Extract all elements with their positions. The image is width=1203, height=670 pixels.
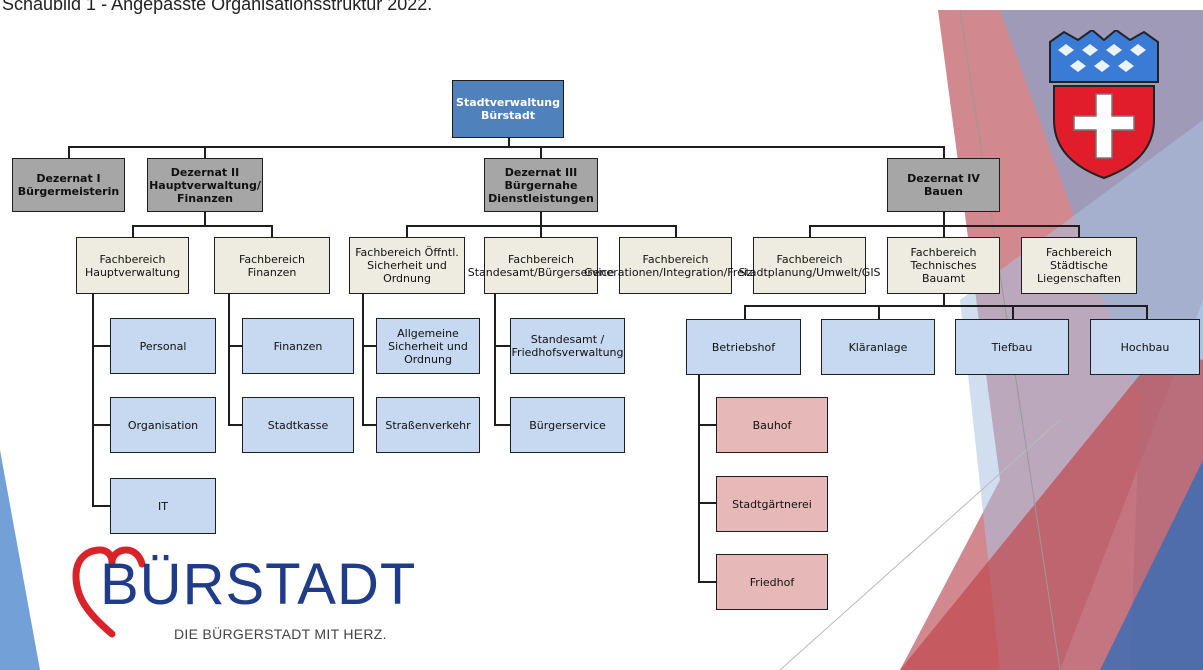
- node-standesamt-friedhof: Standesamt / Friedhofsverwaltung: [510, 318, 625, 374]
- connector: [943, 146, 945, 158]
- connector: [362, 294, 364, 425]
- connector: [1012, 305, 1014, 319]
- node-fachbereich-liegenschaften: Fachbereich Städtische Liegenschaften: [1021, 237, 1137, 294]
- connector: [494, 294, 496, 425]
- node-dezernat-1: Dezernat I Bürgermeisterin: [12, 158, 125, 212]
- node-buergerservice: Bürgerservice: [510, 397, 625, 453]
- connector: [228, 424, 242, 426]
- connector: [92, 424, 110, 426]
- connector: [406, 225, 408, 237]
- logo-wordmark: BÜRSTADT: [100, 552, 417, 617]
- connector: [132, 225, 134, 237]
- connector: [494, 345, 510, 347]
- node-personal: Personal: [110, 318, 216, 374]
- connector: [540, 212, 542, 226]
- connector: [204, 146, 206, 158]
- connector: [68, 146, 944, 148]
- node-fachbereich-hauptverwaltung: Fachbereich Hauptverwaltung: [76, 237, 189, 294]
- connector: [92, 294, 94, 506]
- connector: [494, 424, 510, 426]
- connector: [943, 212, 945, 226]
- node-betriebshof: Betriebshof: [686, 319, 801, 375]
- connector: [362, 424, 376, 426]
- connector: [228, 345, 242, 347]
- connector: [540, 146, 542, 158]
- connector: [698, 374, 700, 582]
- connector: [878, 305, 880, 319]
- root-node-stadtverwaltung: Stadtverwaltung Bürstadt: [452, 80, 564, 138]
- connector: [132, 225, 272, 227]
- node-it: IT: [110, 478, 216, 534]
- connector: [68, 146, 70, 158]
- node-organisation: Organisation: [110, 397, 216, 453]
- connector: [744, 305, 746, 319]
- connector: [1146, 305, 1148, 319]
- node-dezernat-3: Dezernat III Bürgernahe Dienstleistungen: [484, 158, 598, 212]
- connector: [698, 424, 716, 426]
- connector: [698, 581, 716, 583]
- node-fachbereich-sicherheit: Fachbereich Öffntl. Sicherheit und Ordnu…: [349, 237, 465, 294]
- connector: [698, 502, 716, 504]
- node-fachbereich-generationen: Fachbereich Generationen/Integration/Fre…: [584, 237, 767, 294]
- node-stadtgaertnerei: Stadtgärtnerei: [716, 476, 828, 532]
- coat-of-arms-icon: [1049, 30, 1159, 180]
- connector: [943, 225, 945, 237]
- node-dezernat-2: Dezernat II Hauptverwaltung/ Finanzen: [147, 158, 263, 212]
- node-fachbereich-finanzen: Fachbereich Finanzen: [214, 237, 330, 294]
- connector: [228, 294, 230, 425]
- node-strassenverkehr: Straßenverkehr: [376, 397, 480, 453]
- node-klaeranlage: Kläranlage: [821, 319, 935, 375]
- connector: [809, 225, 811, 237]
- connector: [1078, 225, 1080, 237]
- connector: [92, 505, 110, 507]
- node-tiefbau: Tiefbau: [955, 319, 1069, 375]
- connector: [744, 305, 1147, 307]
- node-fachbereich-bauamt: Fachbereich Technisches Bauamt: [887, 237, 1000, 294]
- node-finanzen: Finanzen: [242, 318, 354, 374]
- node-stadtkasse: Stadtkasse: [242, 397, 354, 453]
- heart-logo-icon: [72, 546, 146, 638]
- connector: [204, 212, 206, 226]
- connector: [271, 225, 273, 237]
- node-fachbereich-standesamt: Fachbereich Standesamt/Bürgerservice: [468, 237, 614, 294]
- node-bauhof: Bauhof: [716, 397, 828, 453]
- node-dezernat-4: Dezernat IV Bauen: [887, 158, 1000, 212]
- connector: [675, 225, 677, 237]
- node-fachbereich-stadtplanung: Fachbereich Stadtplanung/Umwelt/GIS: [738, 237, 881, 294]
- connector: [362, 345, 376, 347]
- connector: [540, 225, 542, 237]
- node-allgemeine-sicherheit: Allgemeine Sicherheit und Ordnung: [376, 318, 480, 374]
- connector: [943, 294, 945, 306]
- node-friedhof: Friedhof: [716, 554, 828, 610]
- connector: [92, 345, 110, 347]
- node-hochbau: Hochbau: [1090, 319, 1200, 375]
- connector: [508, 137, 510, 147]
- figure-caption: Schaubild 1 - Angepasste Organisationsst…: [2, 0, 433, 14]
- logo-slogan: DIE BÜRGERSTADT MIT HERZ.: [174, 626, 387, 642]
